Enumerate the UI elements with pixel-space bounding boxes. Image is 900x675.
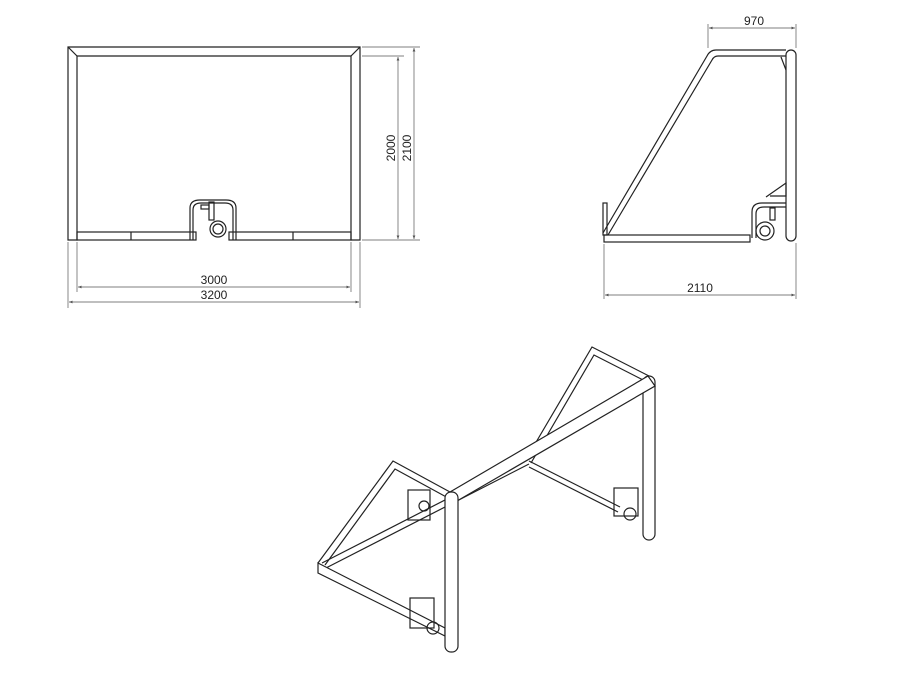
dimension-width-inner: 3000 [201,273,228,287]
side-view: 970 2110 [602,14,797,299]
isometric-view [317,346,656,653]
dimension-width-outer: 3200 [201,288,228,302]
front-view: 3000 3200 2000 2100 [67,46,420,308]
caster-wheel-icon [426,621,440,635]
caster-wheel-icon [418,500,430,512]
dimension-top-depth: 970 [744,14,764,28]
dimension-height-outer: 2100 [400,134,414,161]
dimension-base-depth: 2110 [687,281,713,295]
caster-wheel-icon [623,507,637,521]
caster-wheel-icon [209,220,227,238]
caster-wheel-icon [755,221,775,241]
dimension-height-inner: 2000 [384,134,398,161]
